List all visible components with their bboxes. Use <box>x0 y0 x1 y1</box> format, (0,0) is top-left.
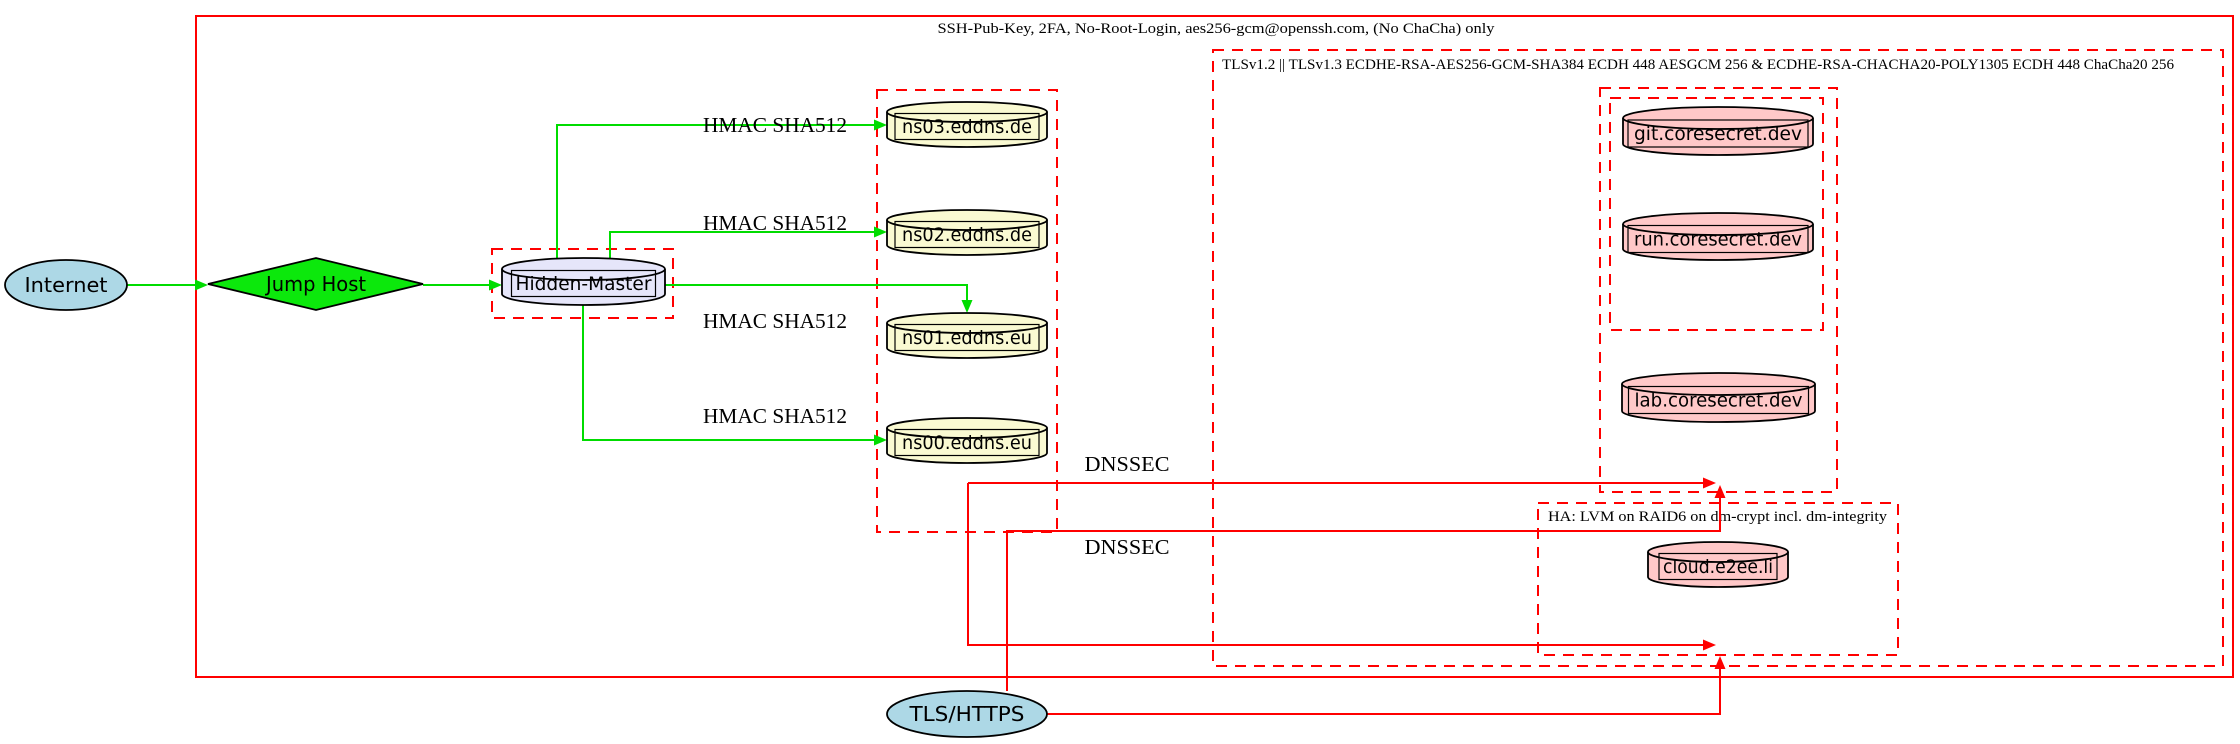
node-ns01-label-box <box>894 323 1040 352</box>
node-git-rim <box>1622 117 1814 130</box>
node-run-label: run.coresecret.dev <box>1634 229 1802 251</box>
node-ns02-label: ns02.eddns.de <box>902 224 1032 246</box>
node-run-label-box <box>1627 224 1809 254</box>
node-git-label-box <box>1627 119 1809 148</box>
node-ns00-label: ns00.eddns.eu <box>902 432 1032 454</box>
node-hidden-master-label-box <box>510 269 657 298</box>
edge-hiddenmaster-ns00 <box>582 304 875 441</box>
node-hidden-master-rim <box>501 268 666 281</box>
cluster-coresecret-box <box>1599 87 1838 493</box>
node-tls-https <box>886 690 1048 738</box>
edge-label-hmac-ns01: HMAC SHA512 <box>703 309 847 333</box>
arrowhead-tlshttps-ha <box>1714 656 1726 669</box>
edge-label-dnssec-2: DNSSEC <box>1085 535 1170 559</box>
arrowhead-hiddenmaster-ns01 <box>961 300 973 313</box>
node-lab-label: lab.coresecret.dev <box>1635 390 1803 412</box>
node-ns02-label-box <box>894 220 1040 249</box>
arrowhead-dns-ha <box>1703 639 1716 651</box>
edge-hiddenmaster-ns02 <box>609 231 875 260</box>
arrowhead-tlshttps-coresecret <box>1714 485 1726 498</box>
edge-hiddenmaster-ns03 <box>556 124 875 260</box>
node-hidden-master-label: Hidden-Master <box>516 273 652 295</box>
node-lab-label-box <box>1627 385 1810 415</box>
node-hidden-master <box>501 257 666 306</box>
node-ns03-label: ns03.eddns.de <box>902 116 1032 138</box>
node-internet-label: Internet <box>25 273 108 297</box>
node-internet <box>4 259 128 311</box>
edge-dns-ha <box>967 483 1703 646</box>
edge-tlshttps-coresecret <box>1006 497 1721 691</box>
node-git <box>1622 106 1814 156</box>
edge-label-hmac-ns03: HMAC SHA512 <box>703 113 847 137</box>
edge-label-hmac-ns00: HMAC SHA512 <box>703 404 847 428</box>
arrowhead-hiddenmaster-ns02 <box>874 226 887 238</box>
edge-label-hmac-ns02: HMAC SHA512 <box>703 211 847 235</box>
cluster-ssh-box <box>195 15 2234 678</box>
node-tls-https-label: TLS/HTTPS <box>908 702 1024 726</box>
node-run-rim <box>1622 223 1814 236</box>
node-lab <box>1621 372 1816 423</box>
node-cloud-label: cloud.e2ee.li <box>1663 556 1773 578</box>
node-cloud-rim <box>1647 551 1789 563</box>
node-git-label: git.coresecret.dev <box>1634 123 1802 145</box>
cluster-ssh-label: SSH-Pub-Key, 2FA, No-Root-Login, aes256-… <box>938 21 1496 37</box>
arrowhead-internet-jumphost <box>195 279 208 291</box>
node-cloud-label-box <box>1658 552 1778 581</box>
node-jump-host <box>207 257 424 311</box>
arrowhead-jumphost-hiddenmaster <box>489 279 502 291</box>
node-jump-host-label: Jump Host <box>264 272 366 296</box>
node-ns01-label: ns01.eddns.eu <box>902 327 1032 349</box>
edge-tlshttps-ha <box>1047 668 1721 715</box>
cluster-tls-label: TLSv1.2 || TLSv1.3 ECDHE-RSA-AES256-GCM-… <box>1222 57 2174 73</box>
edge-hiddenmaster-ns01 <box>665 284 968 301</box>
node-ns00-label-box <box>894 428 1040 457</box>
node-run <box>1622 212 1814 261</box>
cluster-coresecret-inner-box <box>1609 97 1824 331</box>
arrowhead-dns-coresecret <box>1703 477 1716 489</box>
cluster-ha-label: HA: LVM on RAID6 on dm-crypt incl. dm-in… <box>1548 509 1888 525</box>
arrowhead-hiddenmaster-ns03 <box>874 119 887 131</box>
edge-label-dnssec-1: DNSSEC <box>1085 452 1170 476</box>
cluster-ha-box <box>1537 502 1899 656</box>
arrowhead-hiddenmaster-ns00 <box>874 434 887 446</box>
node-lab-rim <box>1621 383 1816 396</box>
node-ns03-label-box <box>894 112 1040 141</box>
